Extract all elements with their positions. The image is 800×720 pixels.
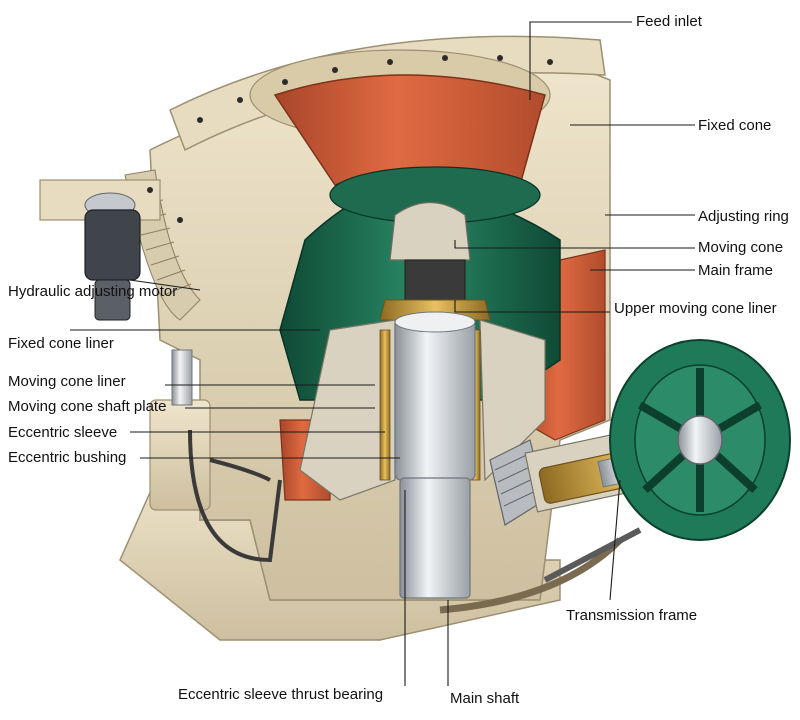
main-shaft-top xyxy=(394,311,476,333)
label-hydraulic-adjusting-motor: Hydraulic adjusting motor xyxy=(8,283,178,300)
motor-body xyxy=(84,209,141,281)
main-shaft-lower xyxy=(399,477,471,599)
label-transmission-frame: Transmission frame xyxy=(566,607,698,624)
label-main-frame: Main frame xyxy=(698,262,774,279)
motor-lower xyxy=(94,279,131,321)
cone-head-block xyxy=(404,259,466,301)
hose-right xyxy=(209,458,271,482)
leader-lines xyxy=(70,21,695,686)
label-moving-cone-liner: Moving cone liner xyxy=(8,373,126,390)
oil-pipe xyxy=(439,537,623,614)
label-eccentric-bushing: Eccentric bushing xyxy=(8,449,127,466)
label-adjusting-ring: Adjusting ring xyxy=(698,208,789,225)
label-fixed-cone-liner: Fixed cone liner xyxy=(8,335,114,352)
label-upper-moving-cone-liner: Upper moving cone liner xyxy=(614,300,777,317)
inner-housing xyxy=(299,319,396,501)
hose-left xyxy=(188,429,282,563)
label-eccentric-sleeve-thrust-bearing: Eccentric sleeve thrust bearing xyxy=(178,686,384,703)
pulley-hub xyxy=(677,415,723,465)
main-shaft-upper xyxy=(394,319,476,481)
eccentric-sleeve-strip xyxy=(379,329,391,481)
inner-housing-right xyxy=(479,319,546,482)
hydraulic-cylinder xyxy=(149,399,211,511)
label-main-shaft: Main shaft xyxy=(450,690,520,707)
ring-bolts xyxy=(147,55,553,223)
moving-cone-head xyxy=(389,202,471,261)
oil-pipe-2 xyxy=(543,527,642,583)
label-fixed-cone: Fixed cone xyxy=(698,117,772,134)
label-moving-cone: Moving cone xyxy=(698,239,784,256)
label-moving-cone-shaft-plate: Moving cone shaft plate xyxy=(8,398,167,415)
label-eccentric-sleeve: Eccentric sleeve xyxy=(8,424,118,441)
label-feed-inlet: Feed inlet xyxy=(636,13,702,30)
cylinder-rod xyxy=(171,349,193,406)
